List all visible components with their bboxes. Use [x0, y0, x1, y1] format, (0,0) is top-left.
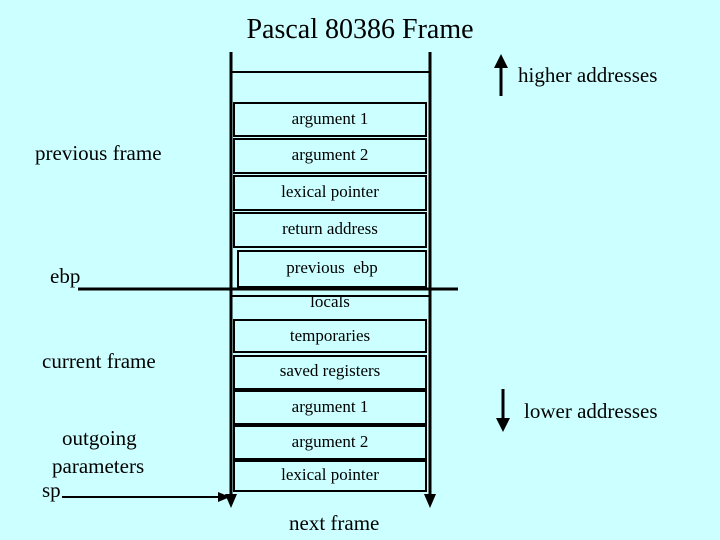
cell-argument-1: argument 1	[291, 109, 369, 128]
page-title: Pascal 80386 Frame	[246, 14, 474, 45]
cell-out-lexical-pointer: lexical pointer	[281, 465, 379, 484]
cell-locals: locals	[310, 292, 350, 311]
cell-argument-2: argument 2	[291, 145, 369, 164]
ebp-label: ebp	[50, 264, 81, 288]
outgoing-label: outgoing	[62, 426, 137, 450]
cell-saved-registers: saved registers	[279, 361, 381, 380]
lower-addresses-label: lower addresses	[524, 399, 658, 423]
cell-out-argument-1: argument 1	[291, 397, 369, 416]
cell-lexical-pointer: lexical pointer	[281, 182, 379, 201]
cell-out-argument-2: argument 2	[291, 432, 369, 451]
sp-label: sp	[42, 478, 61, 502]
next-frame-label: next frame	[289, 511, 380, 535]
cell-previous-ebp: previous ebp	[286, 258, 378, 277]
current-frame-label: current frame	[42, 349, 156, 373]
cell-return-address: return address	[282, 219, 378, 238]
cell-temporaries: temporaries	[289, 326, 371, 345]
parameters-label: parameters	[52, 454, 145, 478]
higher-addresses-label: higher addresses	[518, 63, 658, 87]
previous-frame-label: previous frame	[35, 141, 162, 165]
